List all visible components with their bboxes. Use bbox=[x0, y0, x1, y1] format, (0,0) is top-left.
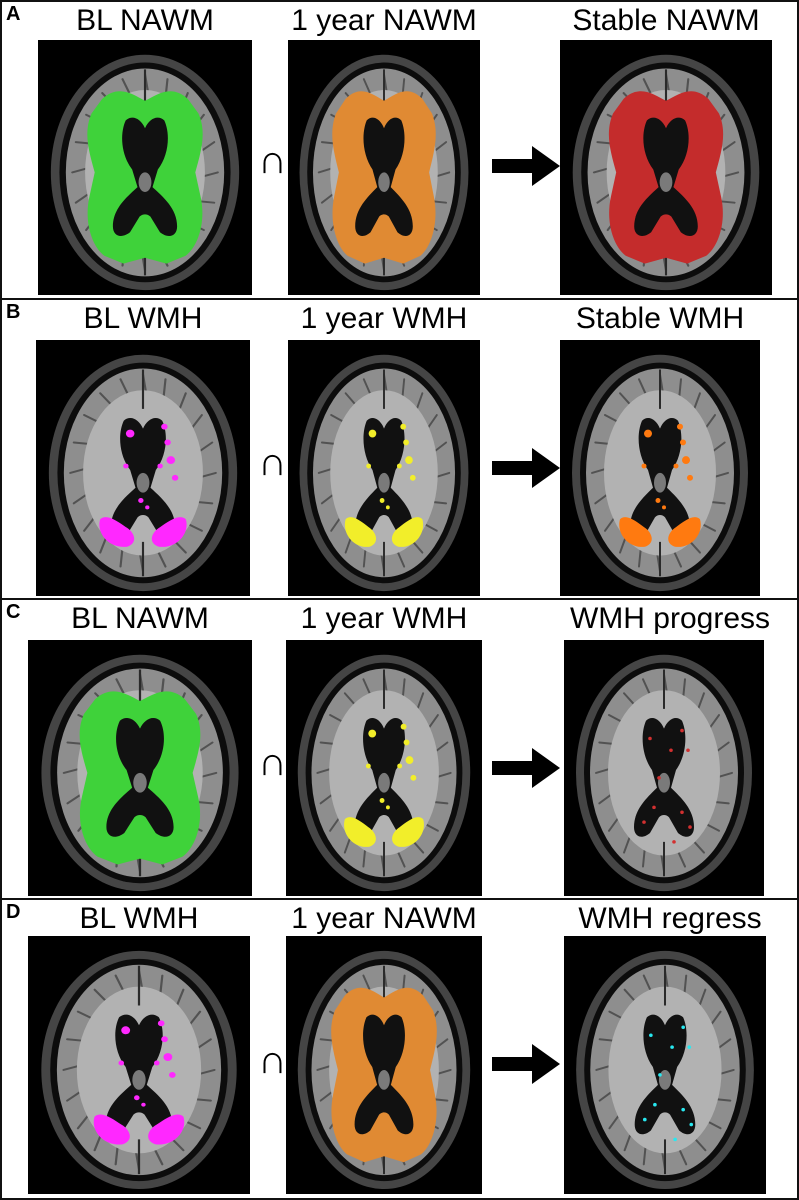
brain-slice bbox=[288, 340, 480, 596]
panel-title: 1 year NAWM bbox=[291, 4, 477, 37]
brain-slice bbox=[28, 936, 250, 1194]
brain-scan-image bbox=[36, 340, 250, 596]
brain-slice bbox=[286, 936, 482, 1194]
brain-slice bbox=[28, 640, 252, 896]
panel-wmh-progress: WMH progress bbox=[554, 604, 786, 896]
brain-slice bbox=[36, 340, 250, 596]
panel-row-d: D BL WMH ∩ 1 year NAWM WMH regress bbox=[2, 900, 797, 1198]
panel-title: 1 year WMH bbox=[300, 302, 468, 335]
panel-stable-wmh: Stable WMH bbox=[560, 304, 760, 596]
panel-title: Stable NAWM bbox=[572, 4, 760, 37]
brain-slice bbox=[38, 40, 252, 295]
brain-slice bbox=[564, 640, 764, 896]
brain-scan-image bbox=[288, 340, 480, 596]
row-letter: A bbox=[6, 3, 21, 25]
panel-bl-nawm: BL NAWM bbox=[38, 6, 252, 296]
brain-scan-image bbox=[28, 936, 250, 1194]
brain-scan-image bbox=[28, 640, 252, 896]
right-arrow-icon bbox=[492, 748, 560, 788]
brain-scan-image bbox=[560, 40, 772, 295]
panel-row-a: A BL NAWM ∩ 1 year NAWM Stable NAWM bbox=[2, 2, 797, 300]
panel-row-b: B BL WMH ∩ 1 year WMH Stable WMH bbox=[2, 300, 797, 600]
panel-title: BL NAWM bbox=[76, 4, 214, 37]
row-letter: C bbox=[6, 601, 21, 623]
brain-slice bbox=[288, 40, 480, 295]
brain-scan-image bbox=[564, 936, 766, 1194]
panel-title: 1 year WMH bbox=[300, 602, 468, 635]
brain-slice bbox=[560, 40, 772, 295]
right-arrow-icon bbox=[492, 1044, 560, 1084]
right-arrow-icon bbox=[492, 146, 560, 186]
row-letter: D bbox=[6, 901, 21, 923]
panel-title: BL NAWM bbox=[71, 602, 209, 635]
brain-scan-image bbox=[564, 640, 764, 896]
row-letter: B bbox=[6, 301, 21, 323]
brain-slice bbox=[286, 640, 482, 896]
panel-title: BL WMH bbox=[79, 902, 199, 935]
panel-title: 1 year NAWM bbox=[291, 902, 477, 935]
intersection-symbol: ∩ bbox=[258, 1038, 287, 1082]
brain-scan-image bbox=[38, 40, 252, 295]
panel-title: WMH progress bbox=[569, 602, 771, 635]
panel-wmh-regress: WMH regress bbox=[554, 904, 786, 1194]
brain-slice bbox=[564, 936, 766, 1194]
right-arrow-icon bbox=[492, 448, 560, 488]
panel-title: WMH regress bbox=[578, 902, 762, 935]
brain-scan-image bbox=[288, 40, 480, 295]
intersection-symbol: ∩ bbox=[258, 440, 287, 484]
panel-stable-nawm: Stable NAWM bbox=[560, 6, 772, 296]
intersection-symbol: ∩ bbox=[258, 138, 287, 182]
brain-scan-image bbox=[286, 936, 482, 1194]
panel-row-c: C BL NAWM ∩ 1 year WMH WMH progress bbox=[2, 600, 797, 900]
panel-title: BL WMH bbox=[83, 302, 203, 335]
panel-1year-nawm: 1 year NAWM bbox=[288, 6, 480, 296]
brain-slice bbox=[560, 340, 760, 596]
panel-bl-nawm: BL NAWM bbox=[28, 604, 252, 896]
brain-scan-image bbox=[560, 340, 760, 596]
panel-title: Stable WMH bbox=[575, 302, 745, 335]
panel-bl-wmh: BL WMH bbox=[28, 904, 250, 1194]
intersection-symbol: ∩ bbox=[258, 740, 287, 784]
panel-1year-nawm: 1 year NAWM bbox=[286, 904, 482, 1194]
panel-1year-wmh: 1 year WMH bbox=[288, 304, 480, 596]
panel-1year-wmh: 1 year WMH bbox=[286, 604, 482, 896]
panel-bl-wmh: BL WMH bbox=[36, 304, 250, 596]
brain-scan-image bbox=[286, 640, 482, 896]
